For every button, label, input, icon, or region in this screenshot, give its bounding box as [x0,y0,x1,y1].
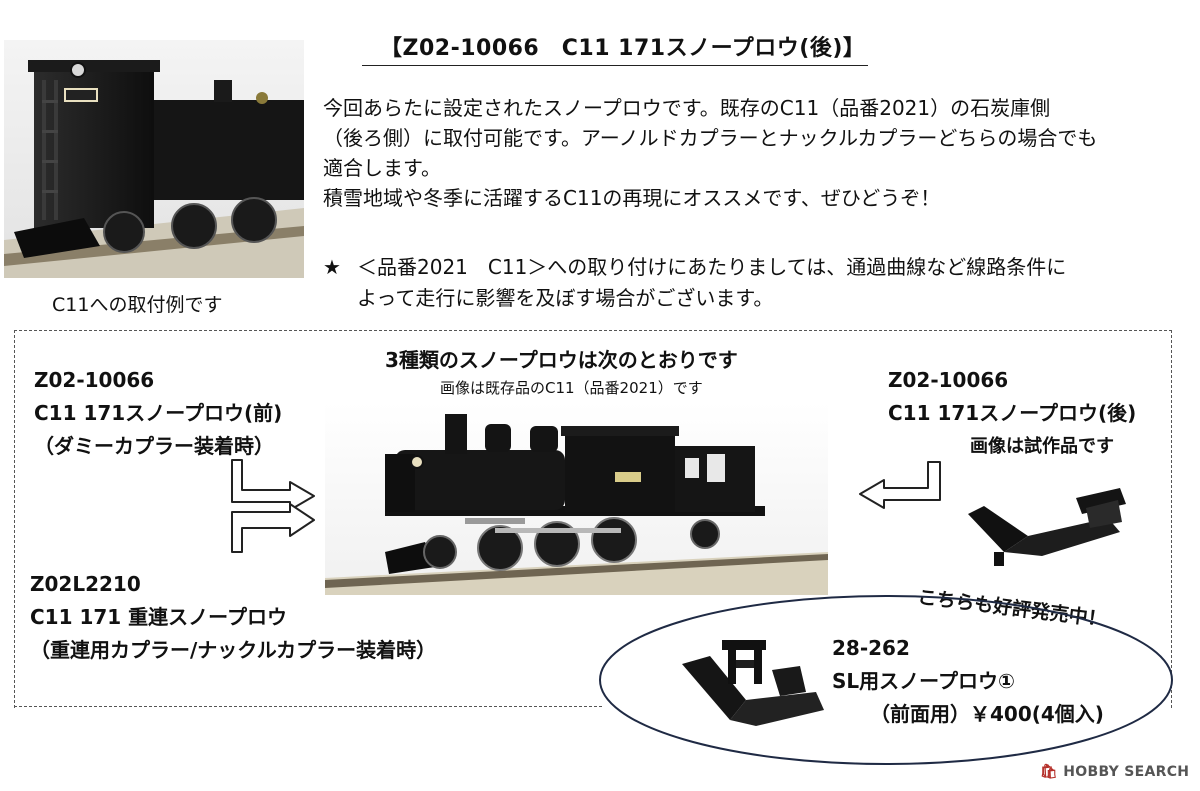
page-title: 【Z02-10066 C11 171スノープロウ(後)】 [380,36,866,61]
note-line: よって走行に影響を及ぼす場合がございます。 [357,286,774,310]
note-line: ＜品番2021 C11＞への取り付けにあたりましては、通過曲線など線路条件に [357,255,1067,279]
title-underline [362,65,868,66]
front-plow-name: C11 171スノープロウ(前) [34,401,283,425]
front-plow-label: Z02-10066 C11 171スノープロウ(前) （ダミーカプラー装着時） [34,364,282,463]
sl-plow-label: 28-262 SL用スノープロウ① （前面用）￥400(4個入) [832,632,1104,731]
front-plow-code: Z02-10066 [34,368,155,392]
intro-line: 今回あらたに設定されたスノープロウです。既存のC11（品番2021）の石炭庫側 [323,96,1051,120]
sl-plow-code: 28-262 [832,636,910,660]
shopping-bag-icon: 🛍 [1040,764,1059,780]
frame-bottom-border [14,706,602,707]
sl-plow-part-photo [682,640,824,726]
double-plow-code: Z02L2210 [30,572,141,596]
intro-line: 適合します。 [323,156,441,180]
star-icon: ★ [323,255,341,279]
rear-plow-arrow-icon [859,461,941,509]
sl-plow-highlight-ellipse [599,595,1173,765]
double-plow-label: Z02L2210 C11 171 重連スノープロウ （重連用カプラー/ナックルカ… [30,568,436,667]
photo-caption: C11への取付例です [52,294,223,316]
intro-line: （後ろ側）に取付可能です。アーノルドカプラーとナックルカプラーどちらの場合でも [323,126,1098,150]
sl-plow-name: SL用スノープロウ① [832,669,1015,693]
compatibility-note: ★ ＜品番2021 C11＞への取り付けにあたりましては、通過曲線など線路条件に… [323,252,1066,314]
front-plow-arrow-icon [231,459,315,511]
watermark-text: HOBBY SEARCH [1063,764,1190,780]
section-title: 3種類のスノープロウは次のとおりです [385,348,738,372]
c11-mounted-example-photo [4,40,304,278]
c11-locomotive-photo [325,402,828,595]
double-plow-arrow-icon [231,503,315,553]
sl-plow-price: （前面用）￥400(4個入) [870,702,1104,726]
rear-plow-code: Z02-10066 [888,368,1009,392]
rear-plow-name: C11 171スノープロウ(後) [888,401,1137,425]
watermark: 🛍 HOBBY SEARCH [1040,764,1189,780]
intro-line: 積雪地域や冬季に活躍するC11の再現にオススメです、ぜひどうぞ！ [323,186,941,210]
section-subtitle: 画像は既存品のC11（品番2021）です [440,379,703,397]
rear-plow-part-photo [968,488,1126,566]
intro-text: 今回あらたに設定されたスノープロウです。既存のC11（品番2021）の石炭庫側 … [323,93,1183,213]
product-comparison-frame [14,330,1172,708]
front-plow-note: （ダミーカプラー装着時） [34,434,274,458]
double-plow-name: C11 171 重連スノープロウ [30,605,287,629]
double-plow-note: （重連用カプラー/ナックルカプラー装着時） [30,638,437,662]
rear-plow-label: Z02-10066 C11 171スノープロウ(後) [888,364,1136,430]
rear-plow-note: 画像は試作品です [970,436,1114,457]
